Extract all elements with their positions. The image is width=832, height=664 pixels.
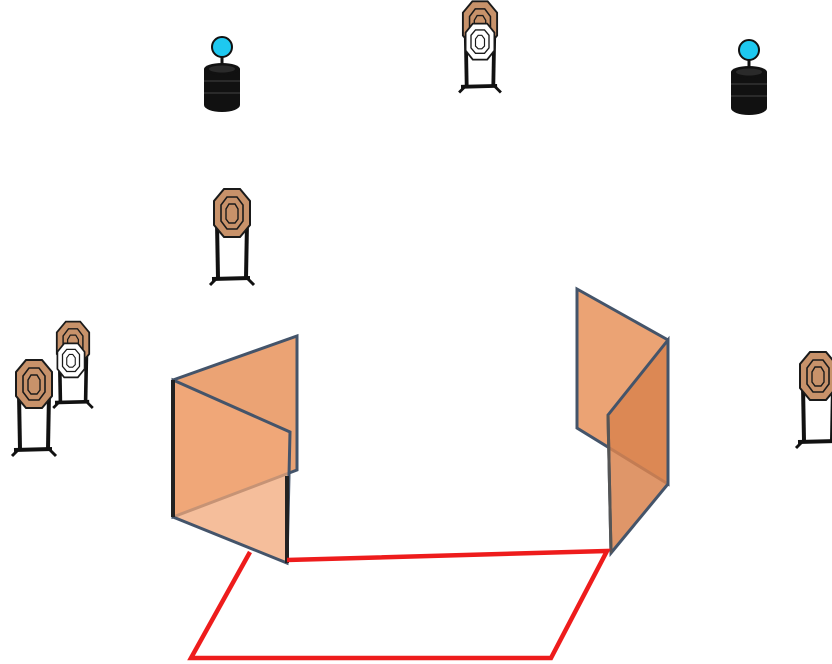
steel-popper-right <box>730 39 768 116</box>
barricade-wall-right <box>575 286 670 558</box>
steel-popper-left <box>203 36 241 113</box>
paper-target-upper-left <box>208 187 256 287</box>
barricade-wall-left <box>171 333 299 566</box>
paper-target-right-edge <box>794 350 832 450</box>
paper-target-left-back <box>51 319 95 410</box>
paper-target-top-center <box>457 0 503 95</box>
paper-target-left-front <box>10 358 58 458</box>
shooting-area-outline <box>187 548 611 661</box>
